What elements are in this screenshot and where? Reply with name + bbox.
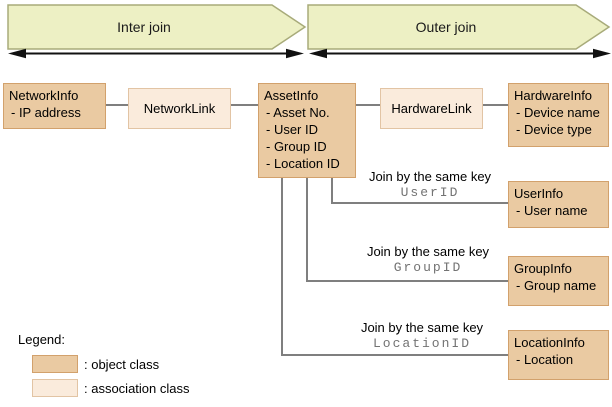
class-box-hardwareinfo: HardwareInfo - Device name - Device type bbox=[508, 83, 609, 147]
locationinfo-attr-location: - Location bbox=[516, 352, 574, 367]
class-box-groupinfo: GroupInfo - Group name bbox=[508, 256, 609, 306]
assetinfo-attr-user-id: - User ID bbox=[266, 122, 318, 137]
class-box-hardwarelink: HardwareLink bbox=[380, 88, 483, 129]
class-box-assetinfo: AssetInfo - Asset No. - User ID - Group … bbox=[258, 83, 356, 178]
join-groupid-label: Join by the same key bbox=[366, 244, 490, 259]
groupinfo-title: GroupInfo bbox=[514, 261, 572, 276]
class-box-networklink: NetworkLink bbox=[128, 88, 231, 129]
join-groupid-key: GroupID bbox=[393, 260, 463, 275]
networkinfo-attr-ip-address: - IP address bbox=[11, 105, 81, 120]
groupinfo-attr-group-name: - Group name bbox=[516, 278, 597, 293]
object-class-swatch bbox=[32, 355, 78, 373]
inter-join-banner-shape bbox=[7, 4, 307, 50]
userinfo-title: UserInfo bbox=[514, 186, 564, 201]
inter-join-range-arrow bbox=[8, 48, 304, 59]
connector-assetinfo-groupinfo bbox=[306, 178, 508, 282]
legend-item-association-class: : association class bbox=[32, 379, 190, 397]
association-class-swatch bbox=[32, 379, 78, 397]
inter-join-banner-label: Inter join bbox=[117, 19, 171, 35]
assetinfo-attr-location-id: - Location ID bbox=[266, 156, 340, 171]
hardwareinfo-attr-device-type: - Device type bbox=[516, 122, 592, 137]
connector-assetinfo-locationinfo bbox=[281, 178, 508, 356]
legend-title: Legend: bbox=[18, 332, 65, 347]
class-box-userinfo: UserInfo - User name bbox=[508, 181, 609, 228]
join-locationid-label: Join by the same key bbox=[360, 320, 484, 335]
join-locationid-key: LocationID bbox=[372, 336, 471, 351]
class-box-networkinfo: NetworkInfo - IP address bbox=[3, 83, 106, 129]
locationinfo-title: LocationInfo bbox=[514, 335, 585, 350]
object-class-label: : object class bbox=[84, 356, 160, 372]
outer-join-banner-shape bbox=[307, 4, 611, 50]
hardwareinfo-attr-device-name: - Device name bbox=[516, 105, 600, 120]
join-userid-key: UserID bbox=[400, 185, 460, 200]
join-annotation-groupid: Join by the same key GroupID bbox=[348, 244, 508, 276]
outer-join-range-arrow bbox=[309, 48, 611, 59]
networkinfo-title: NetworkInfo bbox=[9, 88, 79, 103]
connector-assetinfo-userinfo bbox=[331, 178, 508, 204]
class-box-locationinfo: LocationInfo - Location bbox=[508, 330, 609, 380]
association-class-label: : association class bbox=[84, 380, 190, 396]
legend-item-object-class: : object class bbox=[32, 355, 159, 373]
hardwareinfo-title: HardwareInfo bbox=[514, 88, 593, 103]
assetinfo-attr-group-id: - Group ID bbox=[266, 139, 327, 154]
join-userid-label: Join by the same key bbox=[368, 169, 492, 184]
join-annotation-userid: Join by the same key UserID bbox=[350, 169, 510, 201]
hardwarelink-title: HardwareLink bbox=[391, 101, 472, 116]
networklink-title: NetworkLink bbox=[143, 101, 216, 116]
join-annotation-locationid: Join by the same key LocationID bbox=[342, 320, 502, 352]
assetinfo-title: AssetInfo bbox=[264, 88, 319, 103]
userinfo-attr-user-name: - User name bbox=[516, 203, 588, 218]
outer-join-banner-label: Outer join bbox=[415, 19, 477, 35]
assetinfo-attr-asset-no: - Asset No. bbox=[266, 105, 330, 120]
